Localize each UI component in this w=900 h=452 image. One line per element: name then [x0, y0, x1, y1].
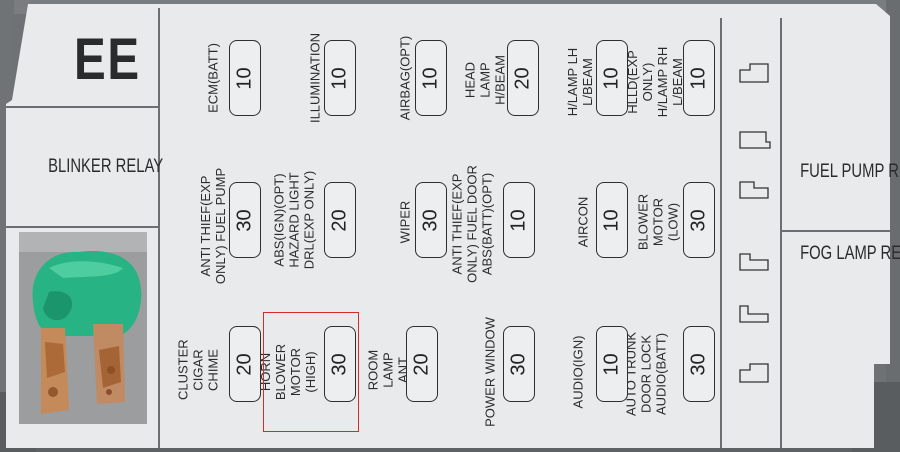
divider-line [781, 230, 890, 232]
relay-outline-icon [739, 63, 769, 83]
fuse-label-sheet [6, 4, 890, 448]
fuse-slot[interactable]: 20 [406, 326, 438, 402]
fuse-slot[interactable]: 30 [683, 326, 715, 402]
divider-line [158, 8, 160, 448]
fuse-slot[interactable]: 20 [507, 40, 539, 116]
fuse-slot[interactable]: 30 [415, 182, 447, 258]
relay-outline-icon [739, 131, 771, 149]
relay-outline-icon [739, 305, 769, 323]
panel-code: EE [74, 27, 141, 92]
fuel-pump-relay-label: FUEL PUMP RELAY [800, 161, 900, 182]
relay-outline-icon [739, 363, 769, 383]
divider-line [6, 106, 159, 108]
fuse-slot[interactable]: 30 [683, 182, 715, 258]
fuse-slot[interactable]: 10 [324, 40, 356, 116]
fuse-slot[interactable]: 30 [229, 182, 261, 258]
relay-outline-icon [739, 253, 769, 271]
fog-lamp-relay-label: FOG LAMP RELAY (OPT) [800, 243, 900, 264]
fuse-slot[interactable]: 10 [596, 182, 628, 258]
fuse-slot[interactable]: 10 [229, 40, 261, 116]
fuse-slot[interactable]: 20 [229, 326, 261, 402]
fuse-slot[interactable]: 10 [596, 40, 628, 116]
highlight-box [263, 312, 359, 432]
divider-line [780, 18, 782, 448]
fuse-slot[interactable]: 20 [324, 182, 356, 258]
relay-outline-icon [739, 181, 769, 199]
divider-line [720, 18, 722, 448]
fuse-slot[interactable]: 10 [596, 326, 628, 402]
blinker-relay-label: BLINKER RELAY [48, 156, 164, 177]
fuse-slot[interactable]: 10 [415, 40, 447, 116]
divider-line [6, 226, 159, 228]
fuse-slot[interactable]: 10 [503, 182, 535, 258]
fuse-slot[interactable]: 30 [503, 326, 535, 402]
fuse-slot[interactable]: 10 [683, 40, 715, 116]
corroded-fuse-photo [19, 232, 147, 424]
fuse-slot[interactable]: 30 [324, 326, 356, 402]
